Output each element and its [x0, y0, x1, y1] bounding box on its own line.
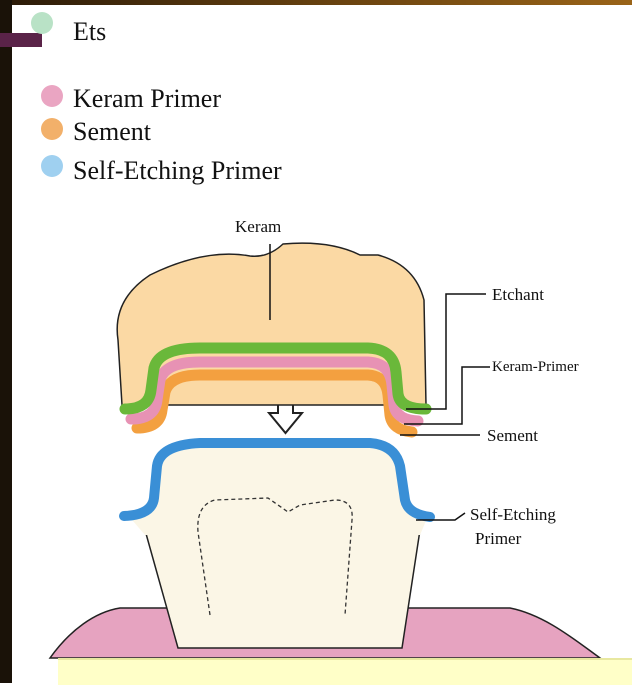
bottom-notes-strip	[58, 658, 632, 685]
keram-primer-label: Keram-Primer	[492, 358, 579, 376]
etchant-label: Etchant	[492, 285, 544, 305]
tooth-prep	[127, 442, 428, 535]
self-etching-label-line2: Primer	[475, 529, 521, 549]
sement-label: Sement	[487, 426, 538, 446]
tooth-root	[145, 530, 420, 648]
self-etching-label-line1: Self-Etching	[470, 505, 556, 525]
crown-label: Keram	[235, 217, 281, 237]
